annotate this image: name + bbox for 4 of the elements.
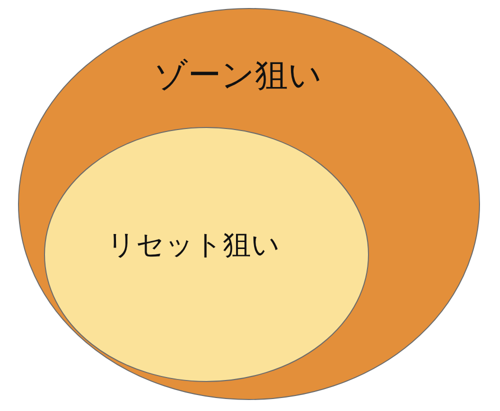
outer-ellipse (18, 8, 480, 400)
outer-set-label: ゾーン狙い (154, 57, 322, 94)
inner-set-label: リセット狙い (107, 230, 280, 261)
inner-ellipse (44, 127, 369, 382)
